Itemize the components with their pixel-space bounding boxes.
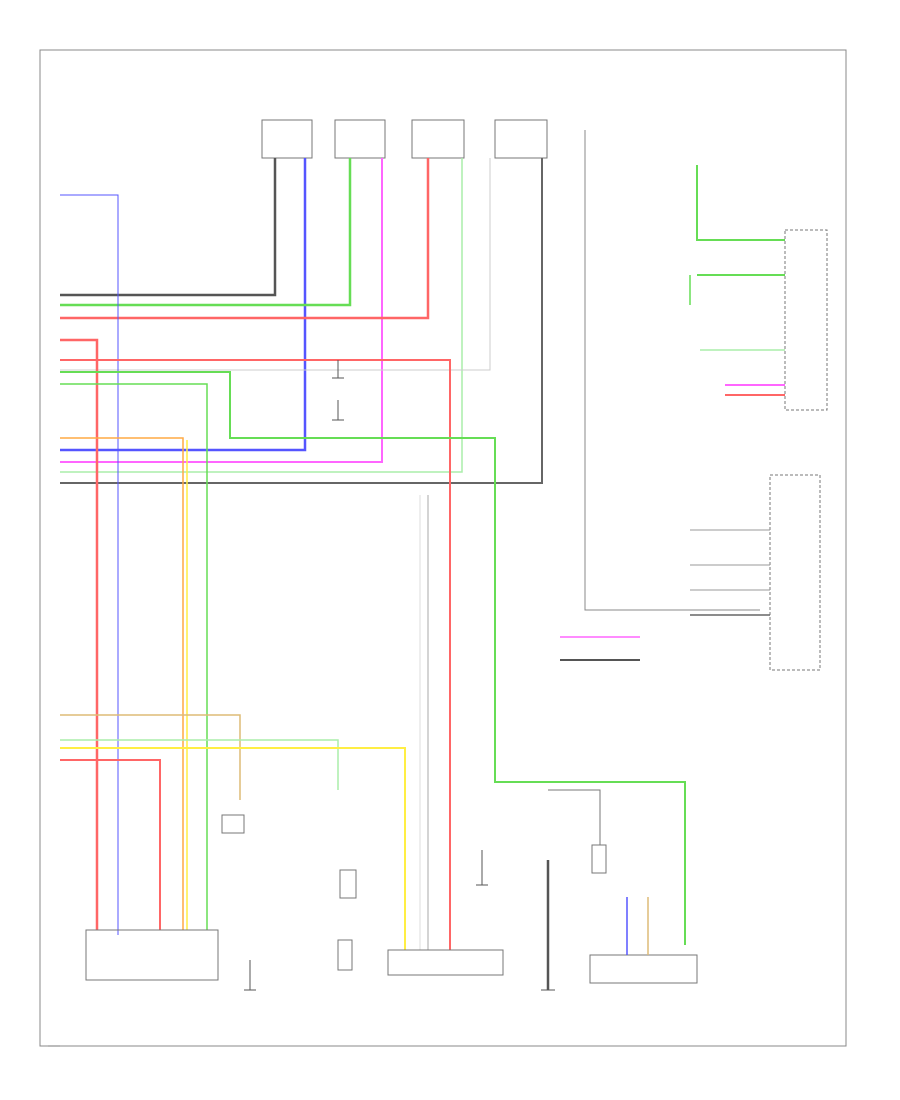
wire-gray-1	[60, 158, 491, 371]
wire-red-1	[60, 158, 430, 320]
height-sensor-1	[261, 119, 313, 159]
wire-black-1	[60, 158, 277, 297]
shift-lock	[548, 789, 607, 874]
wire-gray-4	[584, 130, 760, 611]
wire-lightgreen-1	[60, 158, 463, 473]
wire-orange-1	[60, 437, 184, 930]
wire-green-3	[60, 383, 208, 930]
diagram-frame	[39, 49, 847, 1047]
height-sensor-4	[494, 119, 548, 159]
center-switch	[337, 869, 357, 971]
ground-symbol-2	[332, 400, 344, 421]
wire-blue-1	[60, 158, 307, 452]
ground-symbol-5	[541, 860, 555, 991]
height-sensor-2	[334, 119, 386, 159]
wire-red-3	[60, 359, 451, 950]
ground-symbol-1	[332, 360, 344, 379]
wire-tan-1	[60, 714, 241, 800]
wire-green-2	[60, 371, 686, 945]
ground-symbol-4	[476, 850, 488, 886]
engine-control-module	[784, 229, 828, 411]
ground-symbol-3	[244, 960, 256, 991]
height-sensor-3	[411, 119, 465, 159]
wire-green-4	[696, 165, 785, 241]
combination-meter	[769, 474, 821, 671]
stop-light-relay	[85, 929, 219, 981]
wire-yellow-2	[60, 747, 406, 950]
yaw-rate-sensor	[589, 954, 698, 984]
suspension-control-switch	[387, 949, 504, 976]
steering-sensor	[221, 814, 245, 834]
wire-red-2	[60, 338, 99, 930]
wire-blue-2	[60, 194, 119, 935]
wire-green-1	[60, 158, 352, 307]
wire-magenta-1	[60, 158, 383, 463]
wire-red-5	[60, 759, 161, 930]
wire-green-8	[60, 739, 339, 790]
wire-black-2	[60, 158, 543, 484]
